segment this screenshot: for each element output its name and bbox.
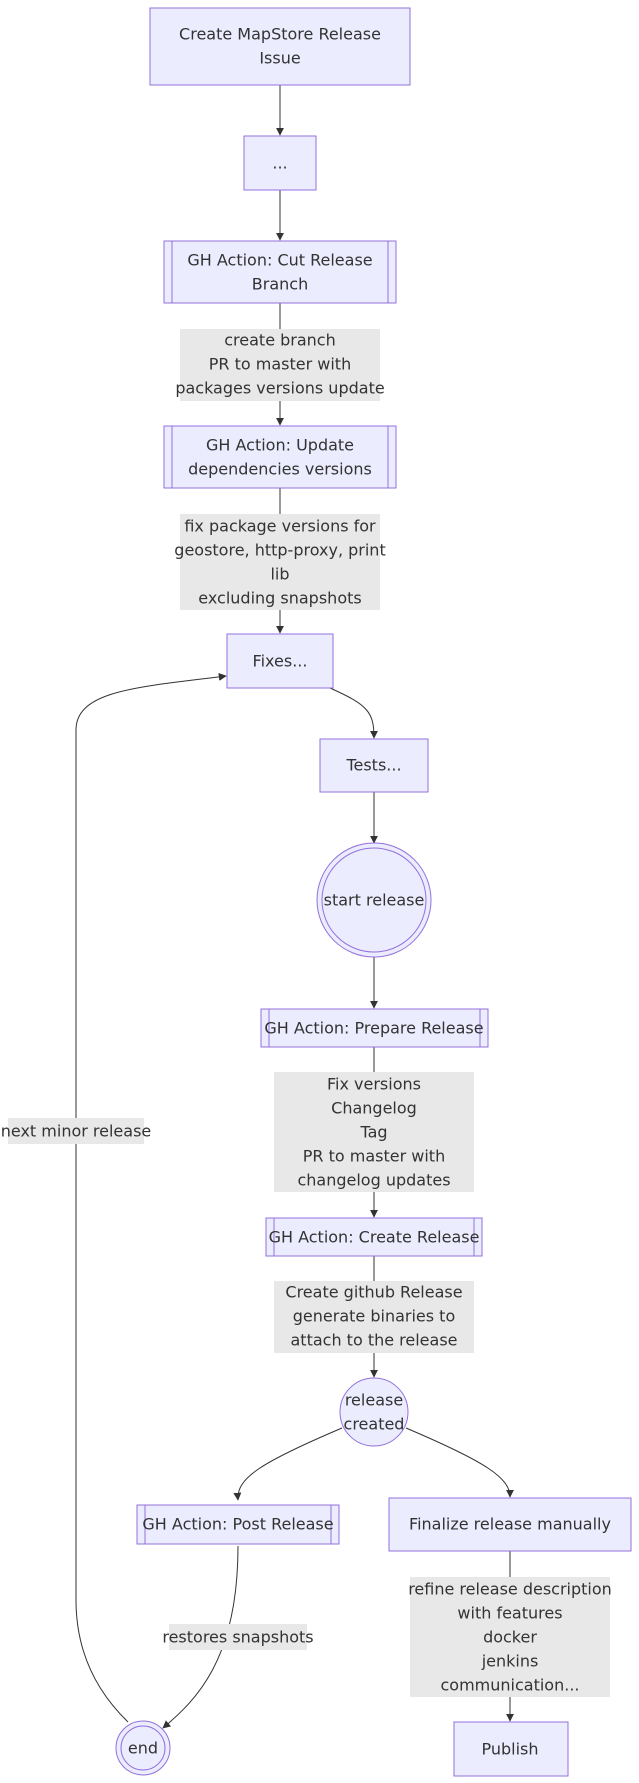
- text-line: start release: [324, 891, 425, 910]
- text-line: generate binaries to: [293, 1307, 455, 1326]
- text-line: changelog updates: [297, 1171, 450, 1190]
- text-line: restores snapshots: [162, 1628, 313, 1647]
- text-line: fix package versions for: [184, 517, 376, 536]
- edge-label-next-minor-release: next minor release: [1, 1118, 152, 1144]
- node-finalize-release-manually: Finalize release manually: [388, 1497, 632, 1552]
- text-line: end: [128, 1739, 158, 1758]
- text-line: attach to the release: [290, 1331, 457, 1350]
- node-start-release: start release: [316, 842, 432, 958]
- text-line: next minor release: [1, 1122, 152, 1141]
- node-gh-action-create-release: GH Action: Create Release: [265, 1217, 483, 1257]
- text-line: Tests...: [345, 756, 401, 775]
- text-line: GH Action: Prepare Release: [264, 1019, 483, 1038]
- text-line: refine release description: [408, 1580, 612, 1599]
- text-line: created: [344, 1415, 405, 1434]
- edge-label-create-branch: create branch PR to master with packages v…: [175, 329, 385, 401]
- text-line: Issue: [259, 49, 300, 68]
- text-line: PR to master with: [209, 355, 351, 374]
- text-line: dependencies versions: [188, 460, 372, 479]
- text-line: Fix versions: [327, 1075, 421, 1094]
- text-line: Fixes...: [253, 652, 308, 671]
- edge-label-refine-release-description: refine release description with features d…: [408, 1577, 612, 1697]
- text-line: GH Action: Cut Release: [187, 251, 372, 270]
- edge-released-to-post-release: [233, 1427, 343, 1501]
- text-line: Publish: [481, 1740, 538, 1759]
- text-line: with features: [457, 1604, 562, 1623]
- text-line: release: [345, 1391, 403, 1410]
- edge-fixes-to-tests: [329, 687, 378, 739]
- text-line: GH Action: Post Release: [142, 1515, 333, 1534]
- text-line: Finalize release manually: [409, 1515, 611, 1534]
- edge-label-create-github-release: Create github Release generate binaries t…: [274, 1281, 474, 1353]
- text-line: GH Action: Update: [206, 436, 354, 455]
- text-line: communication...: [441, 1676, 580, 1695]
- node-release-created: release created: [339, 1377, 409, 1447]
- node-gh-action-post-release: GH Action: Post Release: [136, 1504, 340, 1545]
- text-line: GH Action: Create Release: [269, 1228, 480, 1247]
- text-line: packages versions update: [175, 379, 384, 398]
- text-line: excluding snapshots: [198, 589, 361, 608]
- node-gh-action-prepare-release: GH Action: Prepare Release: [260, 1008, 489, 1048]
- text-line: geostore, http-proxy, print: [174, 541, 385, 560]
- text-line: PR to master with: [303, 1147, 445, 1166]
- node-fixes: Fixes...: [226, 633, 334, 689]
- text-line: docker: [483, 1628, 537, 1647]
- edge-labels: create branch PR to master with packages v…: [1, 329, 612, 1697]
- text-line: Create github Release: [285, 1283, 462, 1302]
- text-line: lib: [270, 565, 289, 584]
- text-line: Branch: [252, 275, 308, 294]
- text-line: Changelog: [331, 1099, 417, 1118]
- text-line: Tag: [359, 1123, 387, 1142]
- text-line: Create MapStore Release: [179, 25, 381, 44]
- text-line: create branch: [224, 331, 336, 350]
- text-line: jenkins: [481, 1652, 539, 1671]
- node-end: end: [115, 1720, 171, 1776]
- node-gh-action-update-dependencies: GH Action: Update dependencies versions: [163, 425, 397, 489]
- text-line: ...: [272, 154, 287, 173]
- node-tests: Tests...: [319, 738, 429, 793]
- node-ellipsis: ...: [243, 135, 317, 191]
- edge-released-to-finalize: [405, 1427, 514, 1498]
- edge-post-release-to-end: [162, 1545, 239, 1729]
- edge-end-to-fixes: [75, 672, 227, 1723]
- edge-label-restores-snapshots: restores snapshots: [162, 1624, 314, 1650]
- node-publish: Publish: [453, 1721, 569, 1777]
- edge-label-fix-package-versions: fix package versions for geostore, http-p…: [174, 514, 386, 610]
